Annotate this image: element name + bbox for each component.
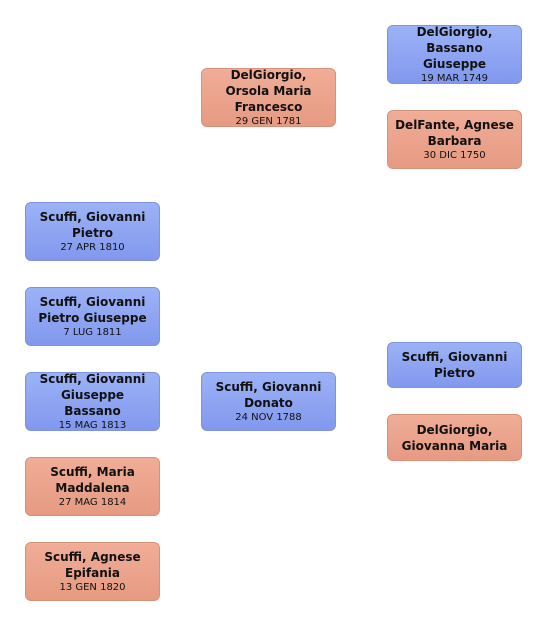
person-card-scuffi-agnese-epifania[interactable]: Scuffi, Agnese Epifania 13 GEN 1820 xyxy=(25,542,160,601)
person-birth-date: 7 LUG 1811 xyxy=(63,327,122,338)
person-name: DelGiorgio, Bassano Giuseppe xyxy=(416,25,493,71)
person-name: Scuffi, Giovanni Pietro xyxy=(401,350,508,380)
person-name: Scuffi, Agnese Epifania xyxy=(44,550,141,580)
person-card-scuffi-giovanni-pietro-grandfather[interactable]: Scuffi, Giovanni Pietro xyxy=(387,342,522,388)
person-card-scuffi-maria-maddalena[interactable]: Scuffi, Maria Maddalena 27 MAG 1814 xyxy=(25,457,160,516)
person-birth-date: 29 GEN 1781 xyxy=(235,116,302,127)
person-birth-date: 19 MAR 1749 xyxy=(421,73,488,84)
person-card-scuffi-giovanni-pietro-giuseppe[interactable]: Scuffi, Giovanni Pietro Giuseppe 7 LUG 1… xyxy=(25,287,160,346)
person-card-delfante-agnese-barbara[interactable]: DelFante, Agnese Barbara 30 DIC 1750 xyxy=(387,110,522,169)
person-name: Scuffi, Giovanni Giuseppe Bassano xyxy=(39,372,146,418)
person-name: Scuffi, Giovanni Pietro xyxy=(39,210,146,240)
person-name: Scuffi, Giovanni Donato xyxy=(215,380,322,410)
person-card-delgiorgio-bassano-giuseppe[interactable]: DelGiorgio, Bassano Giuseppe 19 MAR 1749 xyxy=(387,25,522,84)
person-name: DelFante, Agnese Barbara xyxy=(395,118,514,148)
person-card-delgiorgio-orsola-maria-francesco[interactable]: DelGiorgio, Orsola Maria Francesco 29 GE… xyxy=(201,68,336,127)
person-name: DelGiorgio, Giovanna Maria xyxy=(401,422,508,453)
person-name: Scuffi, Giovanni Pietro Giuseppe xyxy=(38,295,147,325)
person-birth-date: 15 MAG 1813 xyxy=(58,420,127,431)
person-name: DelGiorgio, Orsola Maria Francesco xyxy=(225,68,312,114)
person-card-scuffi-giovanni-giuseppe-bassano[interactable]: Scuffi, Giovanni Giuseppe Bassano 15 MAG… xyxy=(25,372,160,431)
person-birth-date: 30 DIC 1750 xyxy=(423,150,486,161)
person-birth-date: 13 GEN 1820 xyxy=(59,582,126,593)
person-card-delgiorgio-giovanna-maria[interactable]: DelGiorgio, Giovanna Maria xyxy=(387,414,522,461)
person-card-scuffi-giovanni-donato[interactable]: Scuffi, Giovanni Donato 24 NOV 1788 xyxy=(201,372,336,431)
person-name: Scuffi, Maria Maddalena xyxy=(50,465,135,495)
person-birth-date: 27 APR 1810 xyxy=(60,242,125,253)
person-birth-date: 27 MAG 1814 xyxy=(58,497,127,508)
person-birth-date: 24 NOV 1788 xyxy=(235,412,302,423)
person-card-scuffi-giovanni-pietro[interactable]: Scuffi, Giovanni Pietro 27 APR 1810 xyxy=(25,202,160,261)
